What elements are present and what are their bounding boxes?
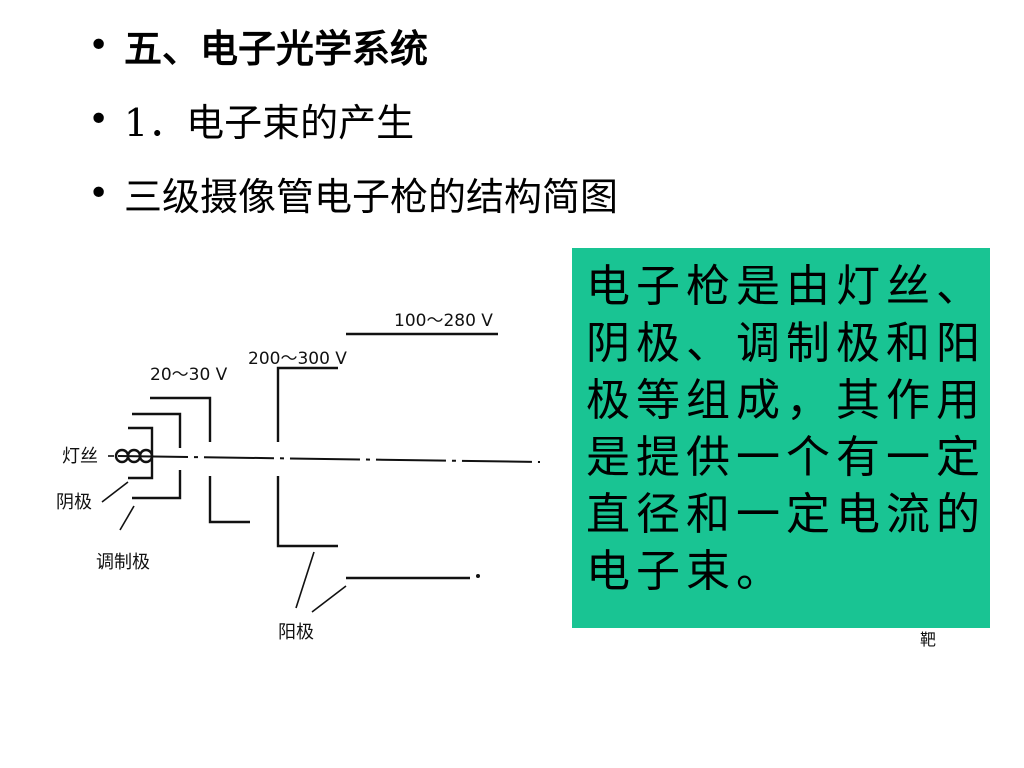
beam-axis bbox=[117, 455, 541, 463]
anode-label: 阳极 bbox=[278, 622, 314, 643]
bullet-dot-icon: • bbox=[88, 98, 110, 140]
control-grid-leader bbox=[119, 505, 135, 531]
anode-2-lower bbox=[276, 476, 338, 548]
cathode-electrode bbox=[128, 426, 154, 480]
control-grid-label: 调制极 bbox=[96, 552, 150, 573]
bullet-dot-icon: • bbox=[88, 172, 110, 214]
voltage-label-2: 200～300 V bbox=[248, 349, 347, 369]
anode-2-upper bbox=[276, 366, 338, 442]
anode-1-lower bbox=[208, 476, 250, 524]
electron-gun-diagram: 灯丝 阴极 调制极 阳极 20～30 V 200～300 V 100～280 V bbox=[56, 311, 541, 643]
voltage-label-1: 20～30 V bbox=[150, 365, 228, 385]
anode-leader-1 bbox=[295, 551, 315, 609]
callout-text: 电子枪是由灯丝、阴极、调制极和阳极等组成，其作用是提供一个有一定直径和一定电流的… bbox=[586, 261, 986, 597]
bullet-list: • 五、电子光学系统 • 1．电子束的产生 • 三级摄像管电子枪的结构简图 bbox=[88, 8, 618, 230]
bullet-item-section-title: • 五、电子光学系统 bbox=[88, 8, 618, 82]
target-label: 靶 bbox=[920, 630, 937, 649]
bullet-item-diagram-caption: • 三级摄像管电子枪的结构简图 bbox=[88, 156, 618, 230]
bullet-item-subtitle: • 1．电子束的产生 bbox=[88, 82, 618, 156]
cathode-label: 阴极 bbox=[56, 492, 92, 513]
bullet-text: 三级摄像管电子枪的结构简图 bbox=[124, 174, 619, 219]
anode-leader-2 bbox=[311, 585, 347, 613]
bullet-dot-icon: • bbox=[88, 24, 110, 66]
control-grid-electrode-lower bbox=[132, 470, 182, 500]
target-dot bbox=[476, 574, 480, 578]
voltage-label-3: 100～280 V bbox=[394, 311, 493, 331]
filament-label: 灯丝 bbox=[62, 446, 98, 467]
bullet-text: 1．电子束的产生 bbox=[124, 100, 415, 145]
cathode-leader bbox=[101, 481, 129, 503]
bullet-text: 五、电子光学系统 bbox=[124, 25, 429, 71]
anode-1-upper bbox=[150, 396, 212, 442]
control-grid-electrode bbox=[132, 412, 182, 448]
explanation-callout: 电子枪是由灯丝、阴极、调制极和阳极等组成，其作用是提供一个有一定直径和一定电流的… bbox=[572, 248, 990, 628]
